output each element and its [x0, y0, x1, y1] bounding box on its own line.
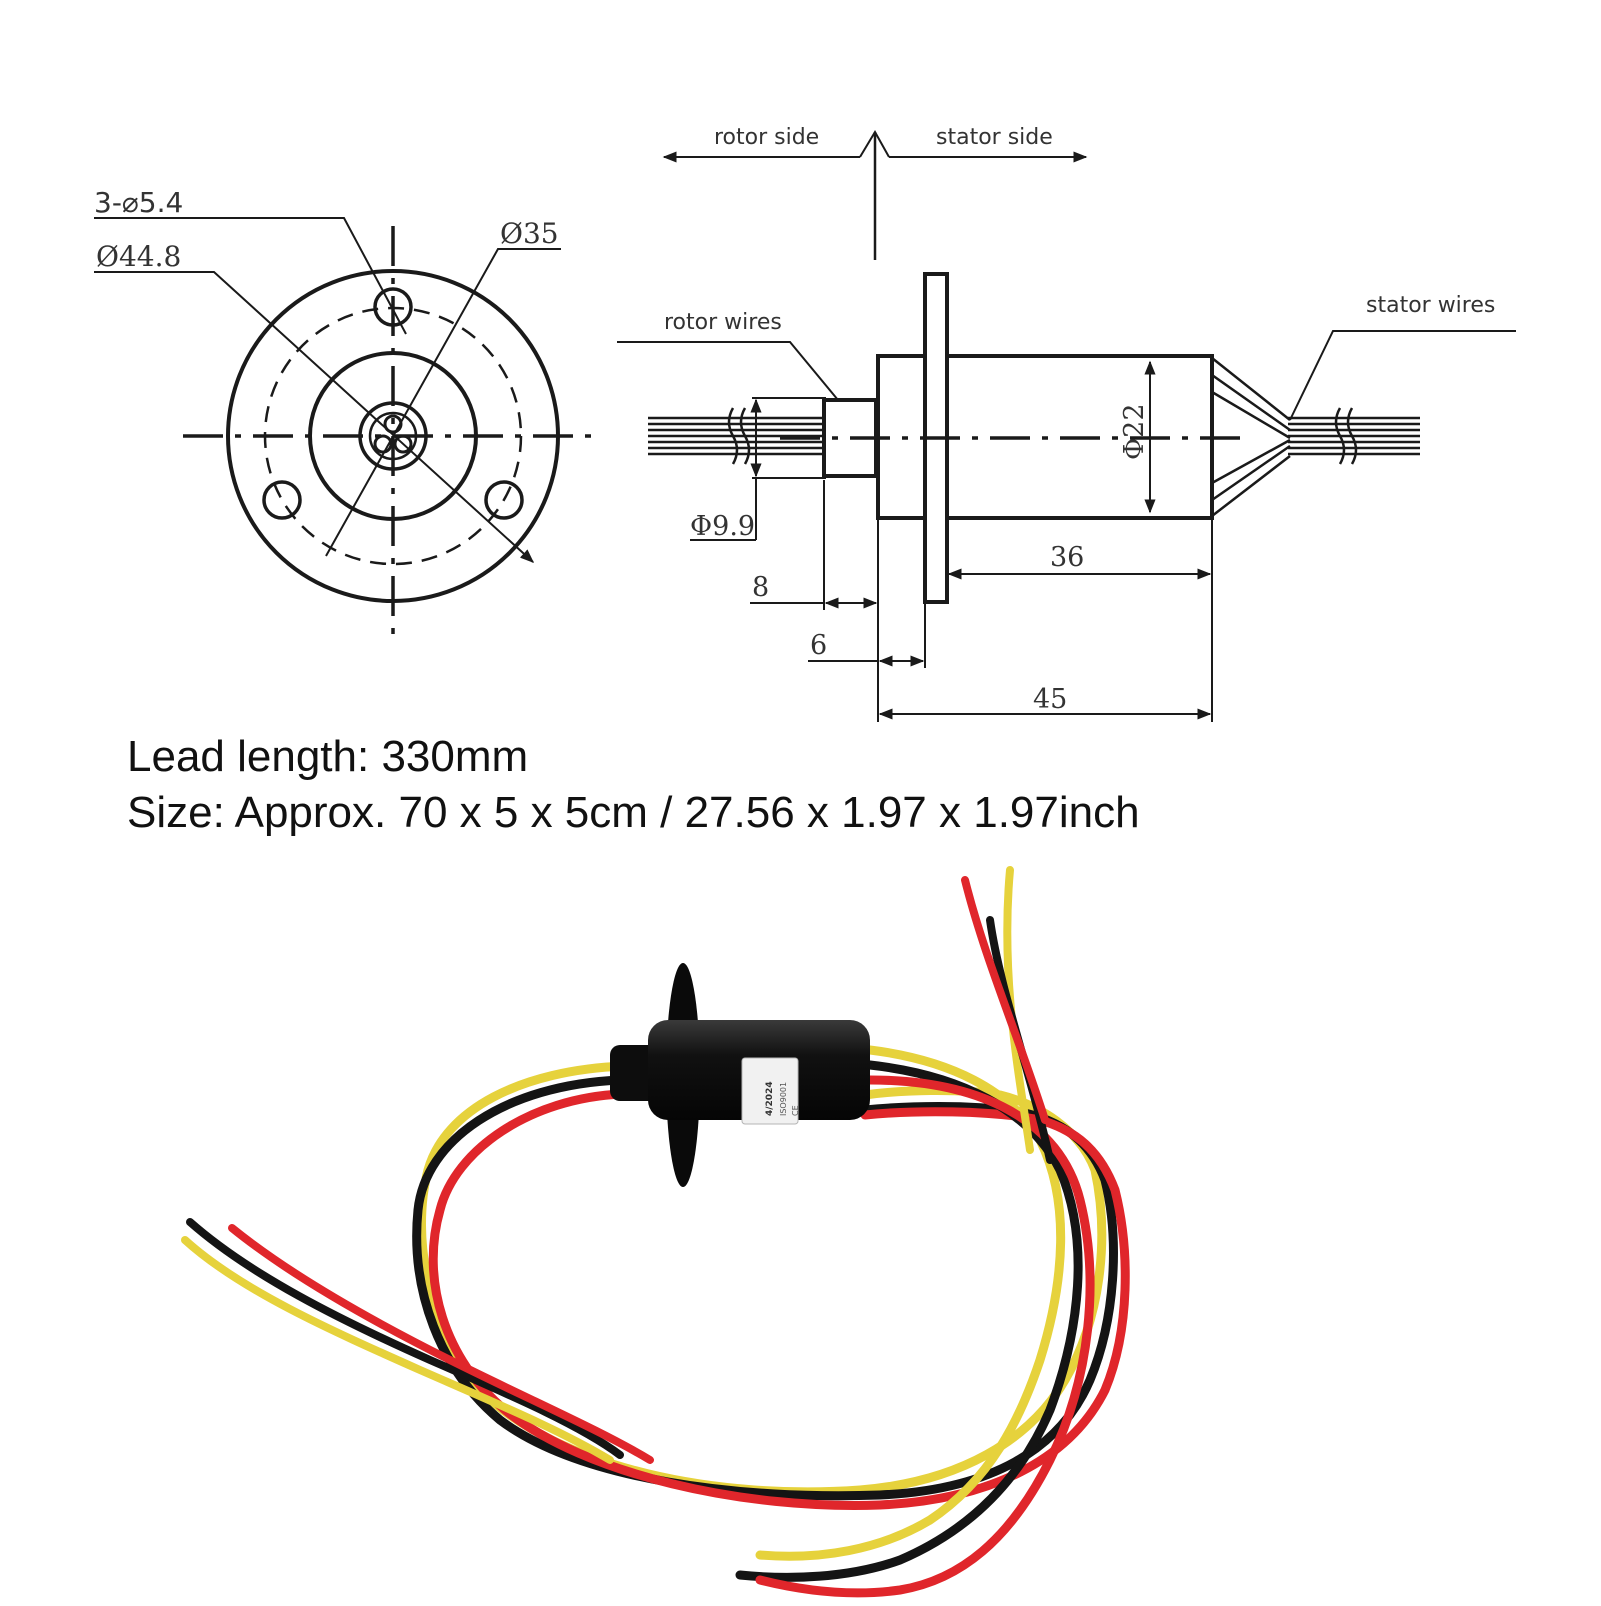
wire-yellow-front	[755, 1045, 1066, 1561]
wire-red-end-top	[961, 876, 1049, 1124]
wire-red-end-left	[228, 1224, 654, 1464]
stator-wire-break-1	[1334, 407, 1346, 465]
side-view	[617, 130, 1516, 722]
mounting-hole-top	[373, 287, 413, 327]
wire-yellow-end-left	[181, 1236, 614, 1464]
sticker-ce: CE	[791, 1105, 800, 1116]
pitch-diameter-label: Ø35	[500, 217, 559, 250]
mounting-hole-left	[262, 480, 302, 520]
rotor-wire-break-2	[739, 407, 751, 465]
stator-wires-label: stator wires	[1366, 293, 1495, 318]
hole-callout-label: 3-⌀5.4	[94, 186, 183, 219]
body-diameter-label: Φ22	[1119, 404, 1150, 461]
outer-diameter-leader	[94, 271, 535, 563]
wire-red-loop	[428, 1089, 1130, 1510]
wire-bundle-circle	[368, 411, 418, 461]
mounting-hole-right	[484, 480, 524, 520]
dim-6-label: 6	[810, 630, 827, 661]
lead-length-text: Lead length: 330mm	[127, 732, 529, 781]
product-photo	[181, 866, 1130, 1598]
outer-diameter-label: Ø44.8	[96, 240, 181, 273]
sticker-date: 4/2024	[765, 1081, 775, 1116]
stator-wire-bundle	[1288, 416, 1420, 456]
wire-red-front	[755, 1075, 1095, 1598]
shaft-circle	[358, 401, 428, 471]
stator-side-label: stator side	[936, 125, 1053, 150]
rotor-wire-break-1	[727, 407, 739, 465]
slip-ring-shaft	[610, 1045, 660, 1101]
sticker-text: 4/2024 ISO9001 CE	[765, 1081, 800, 1116]
stator-cone	[1211, 357, 1291, 517]
outer-flange-circle	[226, 269, 560, 603]
shaft-diameter-label: Φ9.9	[690, 511, 755, 542]
wire-hole-3	[393, 434, 413, 454]
body-circle	[308, 351, 478, 521]
slip-ring-label-sticker	[741, 1057, 799, 1125]
wire-hole-2	[373, 434, 393, 454]
size-text: Size: Approx. 70 x 5 x 5cm / 27.56 x 1.9…	[127, 788, 1140, 837]
pitch-diameter-leader	[325, 248, 561, 557]
dim-8-label: 8	[752, 572, 769, 603]
hole-callout-leader	[94, 217, 407, 335]
wire-black-end-left	[186, 1218, 624, 1459]
rotor-side-label: rotor side	[714, 125, 819, 150]
stator-wire-break-2	[1346, 407, 1358, 465]
stator-wires-leader	[1289, 330, 1516, 421]
dim-45-label: 45	[1033, 684, 1067, 715]
sticker-iso: ISO9001	[779, 1082, 788, 1116]
dim-36-label: 36	[1050, 542, 1084, 573]
rotor-wires-label: rotor wires	[664, 310, 782, 335]
rotor-wires-leader	[617, 341, 839, 401]
front-view	[94, 217, 603, 646]
